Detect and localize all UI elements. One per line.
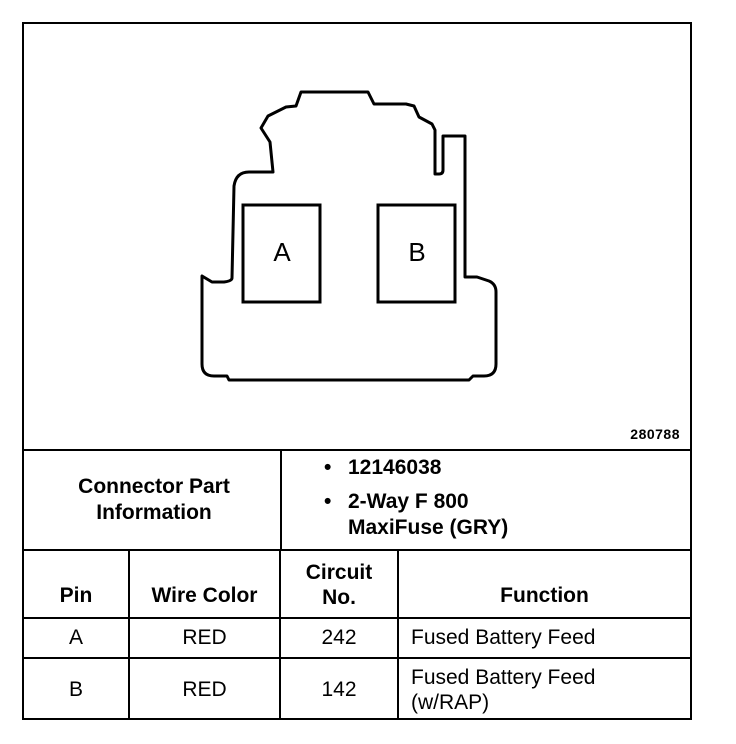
connector-diagram: A B [200, 90, 498, 382]
circuit-col-divider [397, 549, 399, 720]
part-number: 12146038 [348, 456, 442, 479]
cavity-a-outline [241, 203, 322, 304]
header-pin: Pin [59, 584, 93, 607]
cavity-a-label: A [273, 237, 291, 267]
wire-col-divider [279, 549, 281, 720]
diagram-frame: A B 280788 Connector Part Information • … [22, 22, 692, 720]
pin-col-divider [128, 549, 130, 720]
figure-id: 280788 [630, 426, 680, 442]
part-description: 2-Way F 800 MaxiFuse (GRY) [348, 490, 509, 539]
row-a-pin: A [68, 626, 83, 649]
row-a-wire-color: RED [182, 626, 227, 649]
header-circuit-no: Circuit No. [305, 561, 373, 609]
row-b-wire-color: RED [182, 677, 227, 701]
header-wire-color: Wire Color [151, 584, 258, 607]
row-b-function: Fused Battery Feed (w/RAP) [411, 665, 596, 714]
bullet-icon: • [324, 490, 332, 513]
cavity-b-label: B [408, 237, 425, 267]
header-bottom-rule [24, 617, 690, 619]
row-a-circuit-no: 242 [321, 626, 357, 649]
header-function: Function [500, 584, 589, 607]
row-a-bottom-rule [24, 657, 690, 659]
part-info-divider [280, 449, 282, 551]
part-number-item: • 12146038 [324, 455, 558, 481]
connector-info-table: Connector Part Information • 12146038 • … [24, 449, 690, 720]
row-a-function: Fused Battery Feed [411, 626, 596, 649]
part-description-item: • 2-Way F 800 MaxiFuse (GRY) [324, 489, 558, 541]
row-b-circuit-no: 142 [321, 677, 357, 701]
row-b-pin: B [68, 677, 83, 701]
part-info-label: Connector Part Information [78, 475, 230, 524]
part-info-bottom-rule [24, 549, 690, 551]
connector-housing-outline [200, 90, 498, 382]
bullet-icon: • [324, 456, 332, 479]
cavity-b-outline [376, 203, 457, 304]
table-top-rule [24, 449, 690, 451]
part-info-list: • 12146038 • 2-Way F 800 MaxiFuse (GRY) [324, 455, 558, 541]
